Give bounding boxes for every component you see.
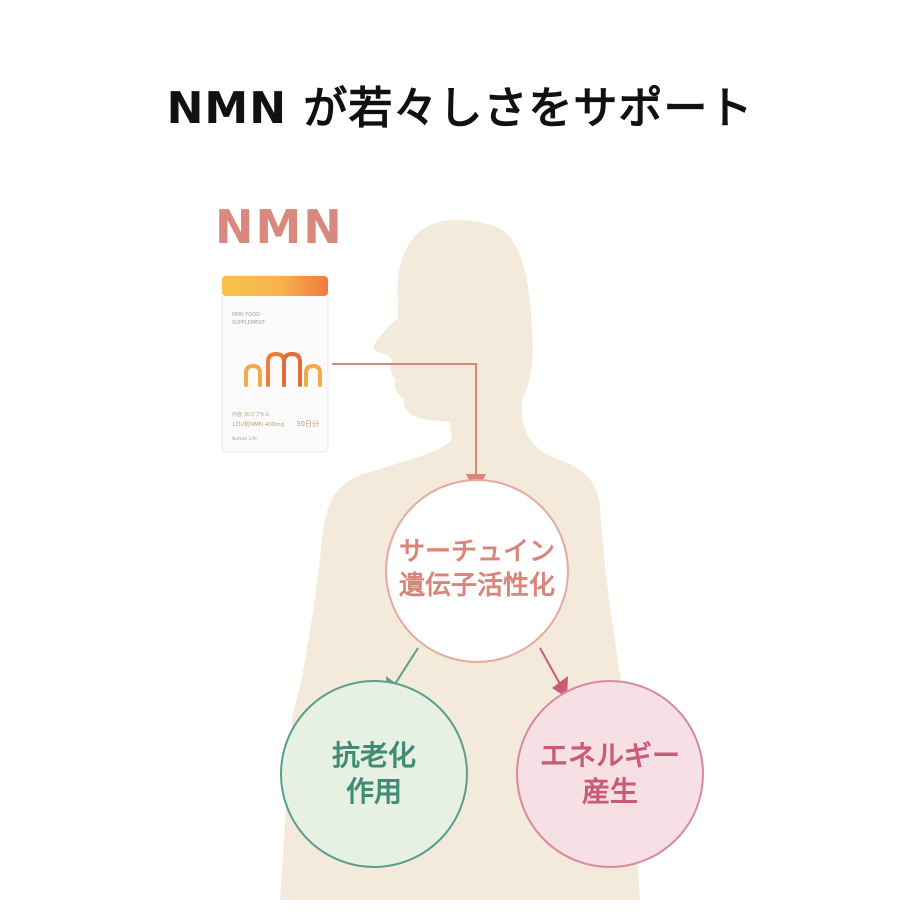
product-label: NMN [215,200,344,254]
node-sirtuin-line1: サーチュイン [399,537,555,567]
node-energy: エネルギー 産生 [516,680,704,868]
page-title: NMN が若々しさをサポート [166,83,754,134]
node-anti-aging-line2: 作用 [346,775,402,808]
node-energy-line2: 産生 [582,775,638,808]
pouch-line2: SUPPLEMENT [232,320,266,326]
pouch-info1: 内容 30カプセル [232,411,270,418]
pouch-line1: NMN FOOD [232,312,260,318]
node-sirtuin-line2: 遺伝子活性化 [399,571,555,601]
pouch-logo [244,351,322,387]
pouch-brand: Nature Life [232,436,257,442]
node-anti-aging-line1: 抗老化 [332,739,416,772]
node-energy-line1: エネルギー [540,739,680,772]
node-sirtuin: サーチュイン 遺伝子活性化 [385,479,569,663]
pouch-info3: 30日分 [296,419,319,428]
pouch-top-band [222,276,328,296]
pouch-info2: 1日2粒NMN 400mg [232,420,284,428]
node-anti-aging: 抗老化 作用 [280,680,468,868]
nmn-pouch: NMN FOOD SUPPLEMENT 内容 30カプセル 1日2粒NMN 40… [221,275,329,453]
